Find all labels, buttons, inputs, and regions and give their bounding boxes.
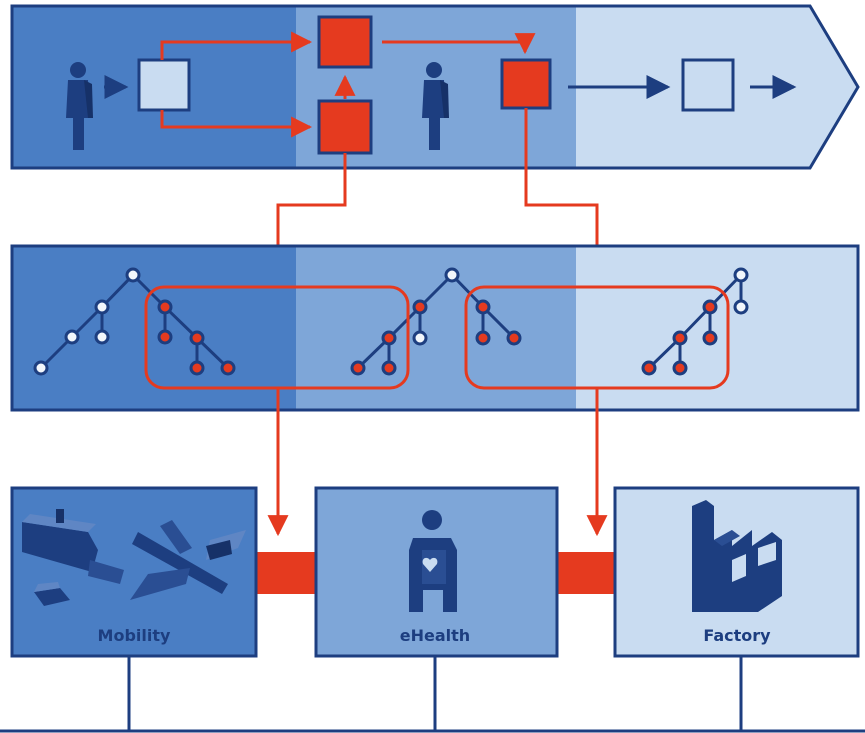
airplane-icon [130, 520, 246, 600]
patient-icon [409, 510, 457, 612]
ship-icon [22, 509, 124, 584]
tree-nodes-red [157, 299, 718, 376]
red-step-box-top [317, 15, 373, 69]
connector-right [524, 108, 608, 275]
start-step-box [137, 58, 191, 112]
tree-nodes-white [33, 267, 749, 376]
ehealth-label: eHealth [400, 626, 470, 645]
end-step-box [681, 58, 735, 112]
factory-label: Factory [703, 626, 771, 645]
mobility-panel: Mobility [10, 486, 258, 658]
person-icon [422, 62, 449, 150]
factory-icon [692, 500, 782, 612]
ehealth-panel: eHealth [314, 486, 559, 658]
factory-panel: Factory [613, 486, 860, 658]
mobility-label: Mobility [98, 626, 171, 645]
tree-band [10, 244, 860, 412]
red-step-box-right [500, 58, 552, 110]
flow-arrow-lower [160, 110, 313, 138]
person-icon [66, 62, 93, 150]
flow-arrow-upper [160, 31, 313, 60]
link-bar-right [557, 552, 615, 594]
car-icon [34, 582, 70, 606]
red-step-box-bottom [317, 99, 373, 155]
link-bar-left [256, 552, 316, 594]
connector-left [267, 153, 347, 275]
flow-arrow-right [382, 33, 536, 55]
